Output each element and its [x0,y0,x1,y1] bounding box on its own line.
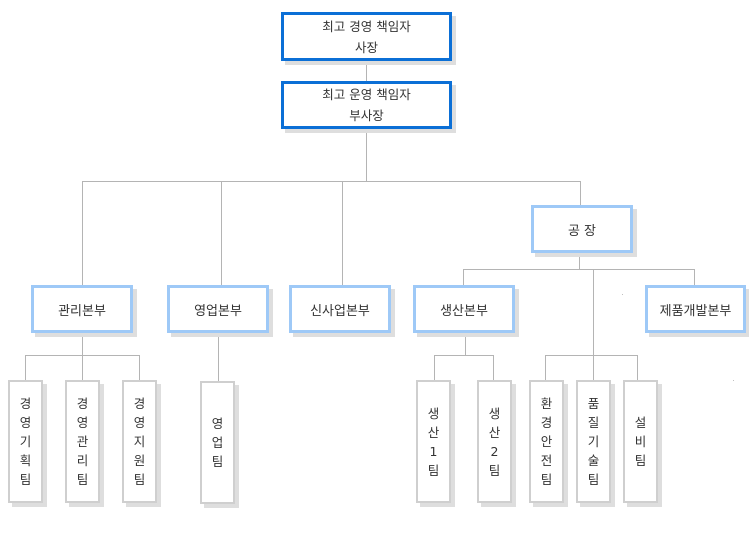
connector [545,355,638,356]
connector [221,181,222,286]
artifact-dot [733,380,734,381]
connector [218,333,219,381]
team-box[interactable]: 설비팀 [623,380,658,503]
connector [82,181,83,286]
team-label: 경영기획팀 [19,396,32,487]
coo-box[interactable]: 최고 운영 책임자 부사장 [281,81,452,129]
team-box[interactable]: 영업팀 [200,381,235,504]
connector [82,333,83,355]
coo-position: 부사장 [349,108,384,123]
dept-production[interactable]: 생산본부 [413,285,515,333]
dept-admin[interactable]: 관리본부 [31,285,133,333]
connector [342,181,343,286]
connector [580,181,581,206]
dept-product-dev[interactable]: 제품개발본부 [645,285,746,333]
connector [434,355,435,381]
factory-label: 공 장 [567,223,597,239]
connector [579,252,580,269]
connector [366,129,367,181]
team-label: 생산2팀 [488,405,501,478]
dept-label: 생산본부 [440,303,488,319]
team-label: 환경안전팀 [540,396,553,487]
connector [493,355,494,381]
connector [465,333,466,355]
connector [463,269,695,270]
connector [25,355,26,381]
team-label: 설비팀 [634,415,647,468]
team-box[interactable]: 경영관리팀 [65,380,100,503]
connector [593,269,594,355]
connector [637,355,638,381]
connector [545,355,546,381]
dept-label: 제품개발본부 [659,303,732,319]
dept-newbiz[interactable]: 신사업본부 [289,285,391,333]
team-label: 경영관리팀 [76,396,89,487]
coo-title: 최고 운영 책임자 [322,87,411,102]
team-box[interactable]: 경영지원팀 [122,380,157,503]
connector [434,355,494,356]
ceo-box[interactable]: 최고 경영 책임자 사장 [281,12,452,61]
dept-sales[interactable]: 영업본부 [167,285,269,333]
connector [694,269,695,286]
team-label: 품질기술팀 [587,396,600,487]
ceo-title: 최고 경영 책임자 [322,18,411,34]
factory-box[interactable]: 공 장 [531,205,633,253]
connector [593,355,594,381]
connector [366,60,367,82]
connector [139,355,140,381]
dept-label: 관리본부 [58,303,106,319]
team-box[interactable]: 경영기획팀 [8,380,43,503]
team-box[interactable]: 품질기술팀 [576,380,611,503]
team-label: 영업팀 [211,416,224,469]
team-box[interactable]: 생산1팀 [416,380,451,503]
team-box[interactable]: 생산2팀 [477,380,512,503]
team-label: 경영지원팀 [133,396,146,487]
ceo-position: 사장 [354,39,378,55]
connector [463,269,464,286]
dept-label: 영업본부 [194,303,242,319]
artifact-dot [622,294,623,295]
connector [82,355,83,381]
dept-label: 신사업본부 [310,303,370,319]
connector [82,181,581,182]
team-label: 생산1팀 [427,405,440,478]
team-box[interactable]: 환경안전팀 [529,380,564,503]
